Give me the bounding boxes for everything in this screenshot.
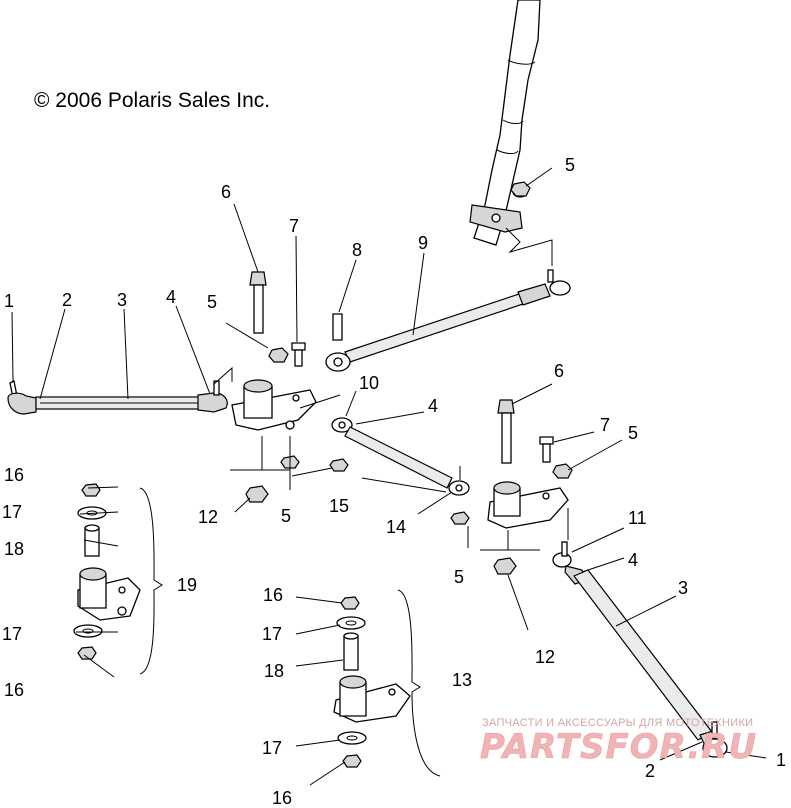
callout-5: 5: [565, 155, 575, 175]
nut-left-arm: [268, 347, 289, 363]
nut-12-left: [245, 485, 269, 503]
callout-labels: 1 2 3 4 5 6 7 8 9 10 4 5 6 7 5 11 4 3 2 …: [2, 155, 786, 808]
bolt-left: [249, 271, 267, 334]
callout-1: 1: [776, 750, 786, 770]
callout-17: 17: [2, 624, 22, 644]
center-link: [331, 417, 470, 496]
pin-right: [539, 436, 554, 463]
callout-7: 7: [289, 216, 299, 236]
callout-4: 4: [166, 287, 176, 307]
leader-lines: [11, 167, 767, 786]
arm-assembly-13: [333, 596, 411, 768]
callout-3: 3: [117, 290, 127, 310]
callout-4: 4: [628, 550, 638, 570]
callout-18: 18: [4, 539, 24, 559]
watermark-tagline: ЗАПЧАСТИ И АКСЕССУАРЫ ДЛЯ МОТОТЕХНИКИ: [482, 717, 753, 729]
callout-13: 13: [452, 670, 472, 690]
callout-9: 9: [418, 233, 428, 253]
callout-5: 5: [628, 423, 638, 443]
copyright-text: © 2006 Polaris Sales Inc.: [34, 89, 270, 112]
callout-6: 6: [221, 182, 231, 202]
tie-rod-left: [7, 380, 228, 415]
callout-2: 2: [62, 290, 72, 310]
callout-17: 17: [2, 502, 22, 522]
callout-10: 10: [359, 373, 379, 393]
drag-link: [325, 269, 571, 372]
callout-11: 11: [628, 508, 647, 528]
callout-12: 12: [535, 647, 555, 667]
nut-column: [510, 181, 531, 197]
callout-17: 17: [262, 624, 282, 644]
callout-19: 19: [177, 575, 197, 595]
callout-1: 1: [4, 291, 14, 311]
pitman-arm-right: [487, 481, 569, 529]
callout-2: 2: [645, 761, 655, 781]
callout-15: 15: [329, 496, 349, 516]
callout-14: 14: [386, 517, 406, 537]
nut-5-lower-left-b: [329, 458, 349, 472]
callout-5: 5: [281, 506, 291, 526]
callout-5: 5: [207, 292, 217, 312]
callout-4: 4: [428, 396, 438, 416]
callout-16: 16: [263, 585, 283, 605]
callout-7: 7: [600, 415, 610, 435]
arm-assembly-19: [73, 483, 141, 660]
watermark-brand: PARTSFOR.RU: [480, 727, 757, 767]
watermark: ЗАПЧАСТИ И АКСЕССУАРЫ ДЛЯ МОТОТЕХНИКИ PA…: [480, 717, 757, 767]
callout-5: 5: [454, 567, 464, 587]
tie-rod-right: [552, 541, 728, 758]
nut-5-lower-right-a: [450, 511, 470, 525]
callout-6: 6: [554, 361, 564, 381]
steering-column: [469, 0, 541, 246]
callout-18: 18: [264, 661, 284, 681]
callout-17: 17: [262, 738, 282, 758]
callout-3: 3: [678, 578, 688, 598]
bolt-right: [497, 399, 515, 464]
nut-right-arm: [552, 463, 573, 479]
nut-12-right: [493, 557, 517, 575]
pitman-arm-left: [231, 379, 317, 431]
callout-16: 16: [272, 788, 292, 808]
callout-12: 12: [198, 507, 218, 527]
callout-16: 16: [4, 465, 24, 485]
pin-left: [291, 342, 306, 367]
callout-16: 16: [4, 680, 24, 700]
callout-8: 8: [352, 240, 362, 260]
